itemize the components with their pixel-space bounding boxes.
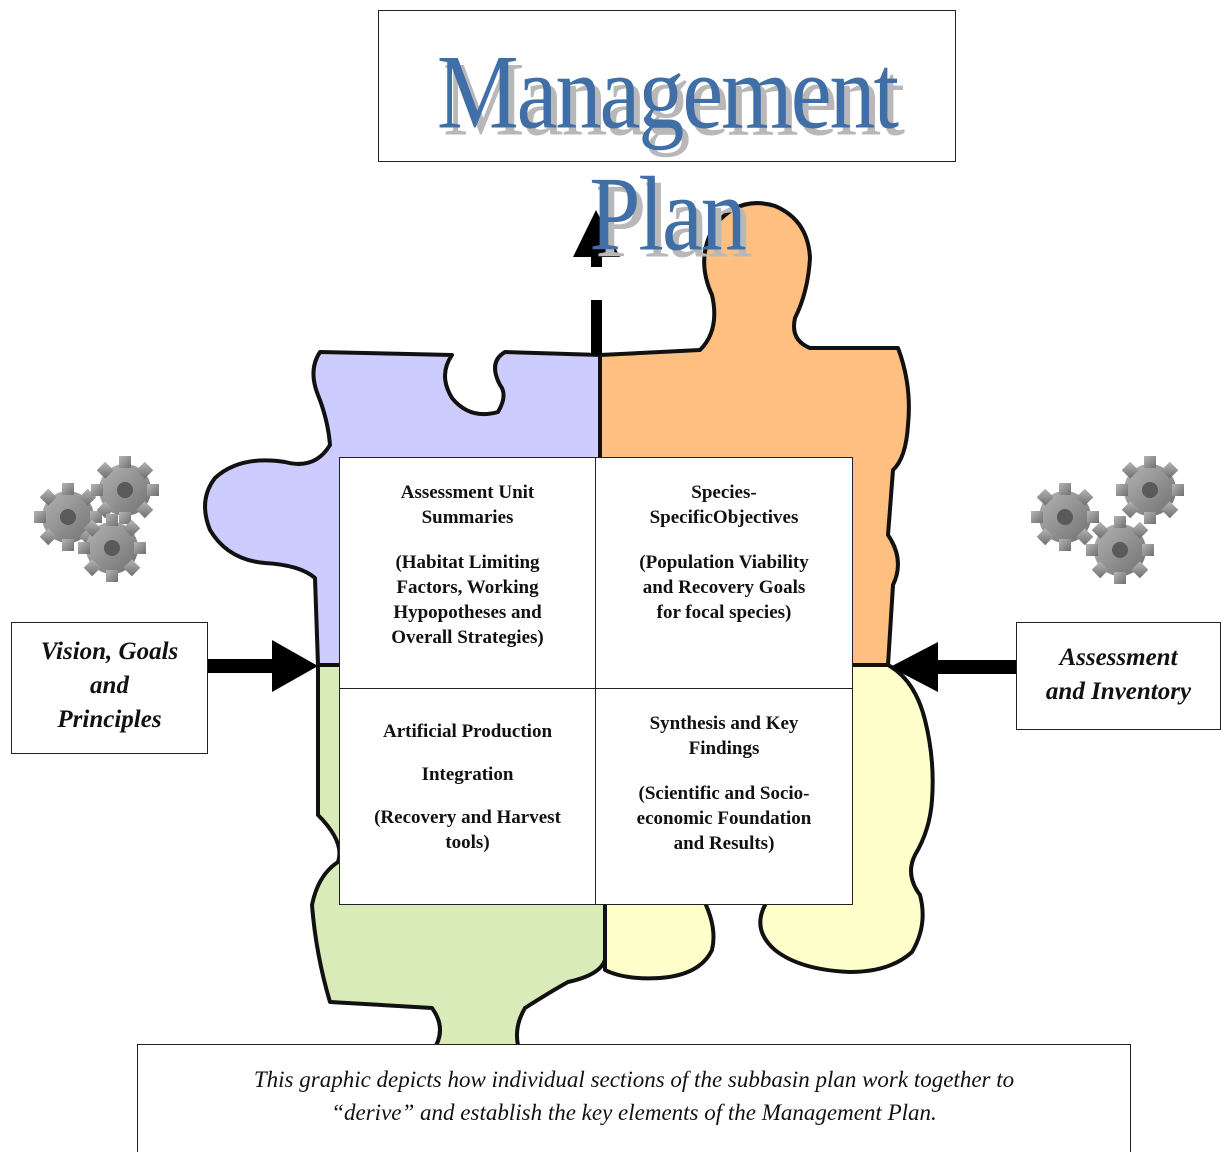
br-detail-1: (Scientific and Socio- xyxy=(638,783,810,804)
vision-goals-box: Vision, Goals and Principles xyxy=(11,622,208,754)
synthesis-key-findings-cell: Synthesis and Key Findings (Scientific a… xyxy=(596,689,852,904)
br-heading-1: Synthesis and Key xyxy=(649,713,799,734)
tr-detail-3: for focal species) xyxy=(656,602,792,623)
vision-line-1: Vision, Goals xyxy=(40,638,179,665)
tl-heading-2: Summaries xyxy=(421,507,514,528)
tl-detail-4: Overall Strategies) xyxy=(391,627,544,648)
tl-heading-1: Assessment Unit xyxy=(400,482,535,503)
gears-icon-right xyxy=(1031,456,1184,584)
tr-heading-1: Species- xyxy=(691,482,757,503)
bl-heading-1: Artificial Production xyxy=(382,721,553,742)
tl-detail-1: (Habitat Limiting xyxy=(395,552,540,573)
title-box: Management Plan xyxy=(378,10,956,273)
assessment-inventory-label: Assessment and Inventory xyxy=(1017,641,1220,709)
br-detail-2: economic Foundation xyxy=(636,808,812,829)
caption-box: This graphic depicts how individual sect… xyxy=(137,1044,1131,1152)
species-specific-objectives-cell: Species- SpecificObjectives (Population … xyxy=(596,458,852,689)
arrow-up-to-title xyxy=(573,210,620,355)
assessment-line-2: and Inventory xyxy=(1045,678,1192,705)
br-heading-2: Findings xyxy=(688,738,760,759)
bl-heading-2: Integration xyxy=(421,764,514,785)
tr-detail-1: (Population Viability xyxy=(639,552,809,573)
arrow-right-from-vision xyxy=(208,640,318,692)
tr-heading-2: SpecificObjectives xyxy=(649,507,799,528)
diagram-title: Management Plan xyxy=(436,33,899,273)
tr-detail-2: and Recovery Goals xyxy=(642,577,806,598)
br-detail-3: and Results) xyxy=(673,833,775,854)
assessment-inventory-box: Assessment and Inventory xyxy=(1016,622,1221,730)
bl-detail-2: tools) xyxy=(445,832,490,853)
artificial-production-cell: Artificial Production Integration (Recov… xyxy=(340,689,596,904)
arrow-left-from-assessment xyxy=(890,642,1018,692)
vision-line-2: and xyxy=(90,672,129,699)
caption: This graphic depicts how individual sect… xyxy=(158,1063,1110,1129)
vision-line-3: Principles xyxy=(57,706,162,733)
center-grid: Assessment Unit Summaries (Habitat Limit… xyxy=(339,457,853,905)
bl-detail-1: (Recovery and Harvest xyxy=(374,807,561,828)
tl-detail-3: Hypopotheses and xyxy=(393,602,542,623)
vision-goals-label: Vision, Goals and Principles xyxy=(12,635,207,737)
caption-line-2: “derive” and establish the key elements … xyxy=(331,1100,937,1125)
gears-icon-left xyxy=(34,456,159,582)
caption-line-1: This graphic depicts how individual sect… xyxy=(253,1067,1015,1092)
assessment-line-1: Assessment xyxy=(1059,644,1178,671)
assessment-unit-summaries-cell: Assessment Unit Summaries (Habitat Limit… xyxy=(340,458,596,689)
tl-detail-2: Factors, Working xyxy=(396,577,539,598)
